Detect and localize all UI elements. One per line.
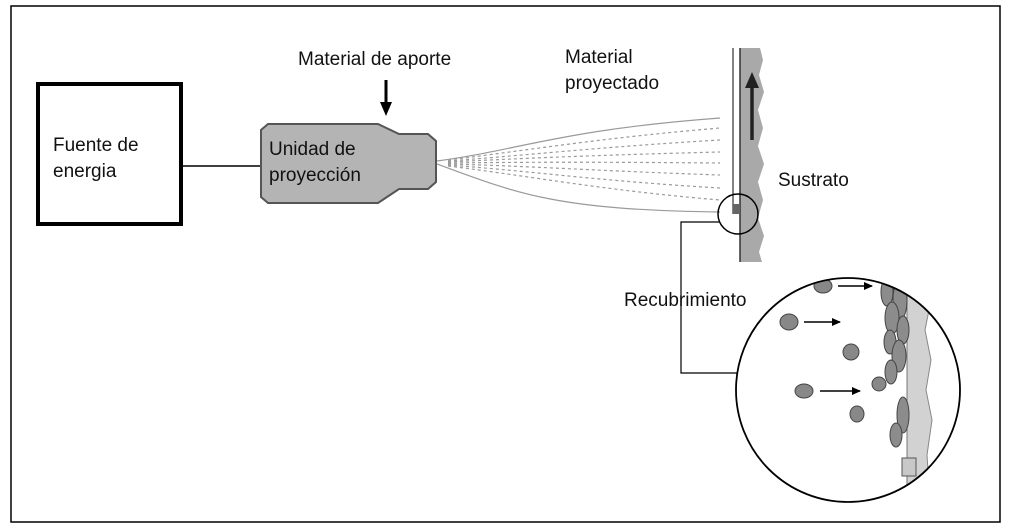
projection-unit [260, 123, 437, 204]
substrate-label: Sustrato [778, 170, 849, 191]
magnified-view [735, 277, 961, 503]
feed-arrow [380, 80, 392, 116]
feed-material-label: Material de aporte [298, 49, 452, 70]
spray-plume [436, 117, 721, 213]
energy-source-box [36, 82, 183, 226]
leader-line [680, 221, 759, 377]
projection-unit-label: Unidad de proyección [269, 139, 361, 186]
coating-label: Recubrimiento [624, 290, 747, 311]
outer-frame [10, 5, 1001, 523]
energy-source-label: Fuente de energia [53, 135, 139, 182]
substrate-motion-arrow [745, 72, 759, 140]
sprayed-material-label: Material proyectado [565, 47, 660, 94]
magnifier-circle-small [717, 193, 759, 235]
